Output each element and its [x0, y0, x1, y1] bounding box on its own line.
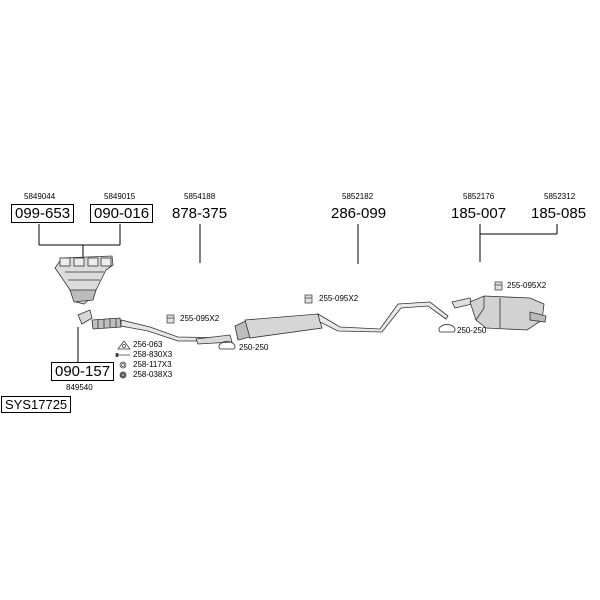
- accessory-spring[interactable]: 258-117X3: [133, 360, 172, 369]
- system-code: SYS17725: [1, 396, 72, 413]
- part-ref-rear-silencer-a: 5852176: [463, 192, 495, 201]
- accessory-clamp-kit-2[interactable]: 255-095X2: [319, 294, 359, 303]
- part-number-manifold-b[interactable]: 090-016: [90, 204, 154, 223]
- accessory-clamp-kit-3[interactable]: 255-095X2: [507, 281, 547, 290]
- part-ref-manifold-b: 5849015: [104, 192, 136, 201]
- accessory-clamp-2[interactable]: 250-250: [457, 326, 487, 335]
- part-number-rear-silencer-a[interactable]: 185-007: [451, 205, 507, 222]
- clamp-kit-icon: [166, 281, 503, 324]
- part-number-middle-silencer[interactable]: 286-099: [331, 205, 387, 222]
- part-ref-manifold-a: 5849044: [24, 192, 56, 201]
- part-number-front-pipe[interactable]: 878-375: [172, 205, 228, 222]
- nut-icon: [119, 371, 127, 379]
- part-ref-catalyst: 849540: [66, 383, 93, 392]
- part-number-manifold-a[interactable]: 099-653: [11, 204, 75, 223]
- middle-silencer-icon: [234, 301, 449, 341]
- accessory-clamp-kit-1[interactable]: 255-095X2: [180, 314, 220, 323]
- part-number-catalyst[interactable]: 090-157: [51, 362, 115, 381]
- leader-lines: [38, 224, 558, 362]
- part-ref-front-pipe: 5854188: [184, 192, 216, 201]
- front-pipe-icon: [77, 309, 233, 345]
- accessory-bolt[interactable]: 258-830X3: [133, 350, 173, 359]
- band-clamp-icon: [218, 324, 456, 350]
- bolt-icon: [115, 353, 130, 357]
- rear-silencer-icon: [451, 295, 547, 331]
- part-ref-middle-silencer: 5852182: [342, 192, 374, 201]
- accessory-clamp-1[interactable]: 250-250: [239, 343, 269, 352]
- part-number-rear-silencer-b[interactable]: 185-085: [531, 205, 587, 222]
- accessory-nut[interactable]: 258-038X3: [133, 370, 173, 379]
- gasket-icon: [117, 340, 131, 350]
- exhaust-manifold-icon: [54, 255, 114, 305]
- accessory-gasket[interactable]: 256-063: [133, 340, 163, 349]
- part-ref-rear-silencer-b: 5852312: [544, 192, 576, 201]
- spring-icon: [119, 361, 127, 369]
